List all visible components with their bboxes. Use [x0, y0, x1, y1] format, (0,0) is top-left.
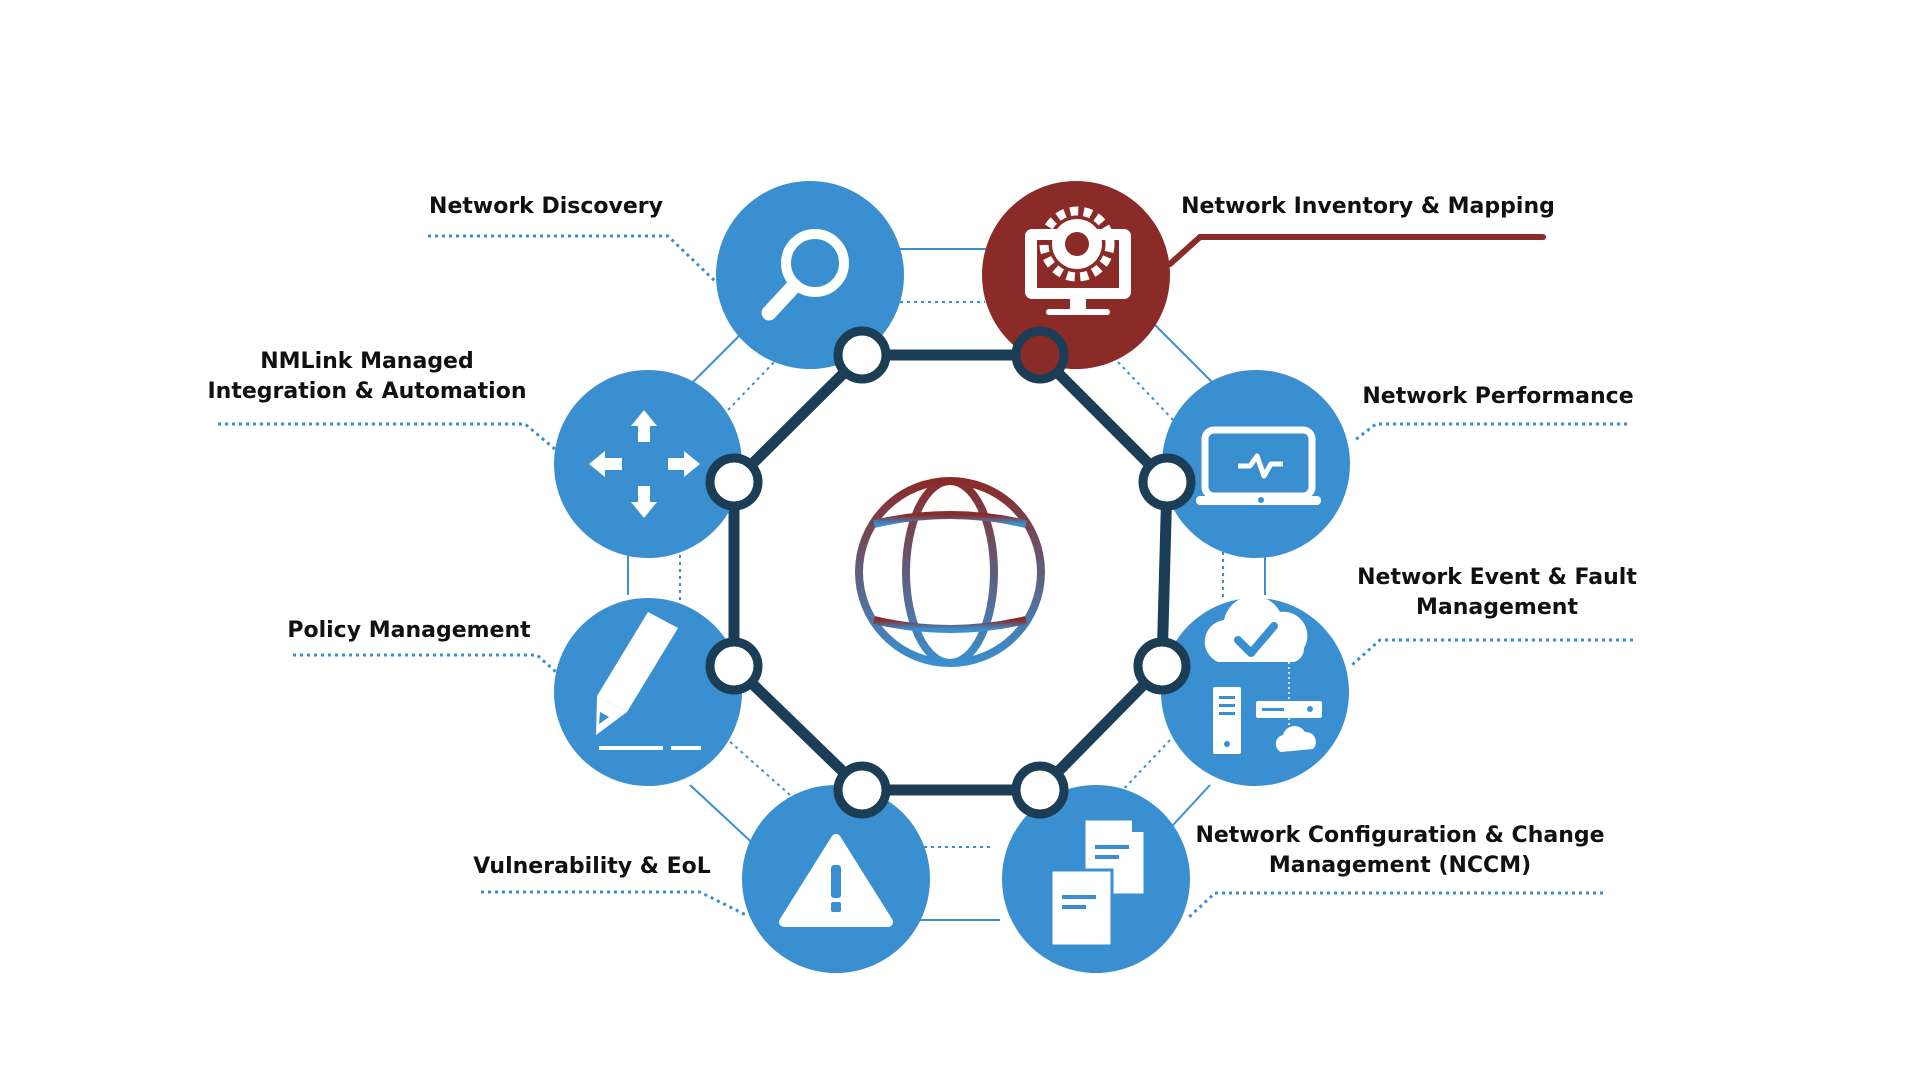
ring-dot: [705, 453, 763, 511]
globe-icon: [855, 477, 1045, 667]
cloud-server-icon: [1204, 595, 1322, 754]
node-circle-policy-management[interactable]: [554, 598, 742, 786]
label-line: Network Discovery: [429, 194, 663, 219]
ring-dot: [1133, 637, 1191, 695]
ring-dot: [833, 326, 891, 384]
ring-dot: [1011, 761, 1069, 819]
documents-icon: [1049, 817, 1147, 948]
label-line: Integration & Automation: [207, 379, 527, 404]
node-circle-network-performance[interactable]: [1162, 370, 1350, 558]
highlight-leader-line: [1167, 234, 1546, 267]
label-line: Management: [1416, 595, 1578, 620]
laptop-pulse-icon: [1196, 426, 1321, 505]
ring-dot: [705, 637, 763, 695]
ring-dot: [833, 761, 891, 819]
ring-dot-highlight: [1011, 326, 1069, 384]
label-line: Network Configuration & Change: [1195, 823, 1605, 848]
label-line: Vulnerability & EoL: [473, 854, 711, 879]
arrows-icon: [589, 410, 700, 518]
monitor-gear-icon: [1025, 206, 1131, 315]
node-circle-nmlink-integration[interactable]: [554, 370, 742, 558]
outer-dotted-ring: [679, 301, 1224, 848]
ring-dots: [705, 326, 1196, 819]
pencil-icon: [596, 612, 701, 750]
label-line: Management (NCCM): [1268, 853, 1532, 878]
label-line: NMLink Managed: [260, 349, 474, 374]
label-line: Network Inventory & Mapping: [1181, 194, 1555, 219]
magnifier-icon: [761, 229, 849, 321]
ring-dot: [1138, 453, 1196, 511]
warning-icon: [779, 834, 893, 927]
label-line: Network Event & Fault: [1357, 565, 1637, 590]
label-line: Policy Management: [287, 618, 531, 643]
leader-lines: [218, 234, 1633, 920]
node-circle-network-discovery[interactable]: [716, 181, 904, 369]
label-line: Network Performance: [1362, 384, 1634, 409]
